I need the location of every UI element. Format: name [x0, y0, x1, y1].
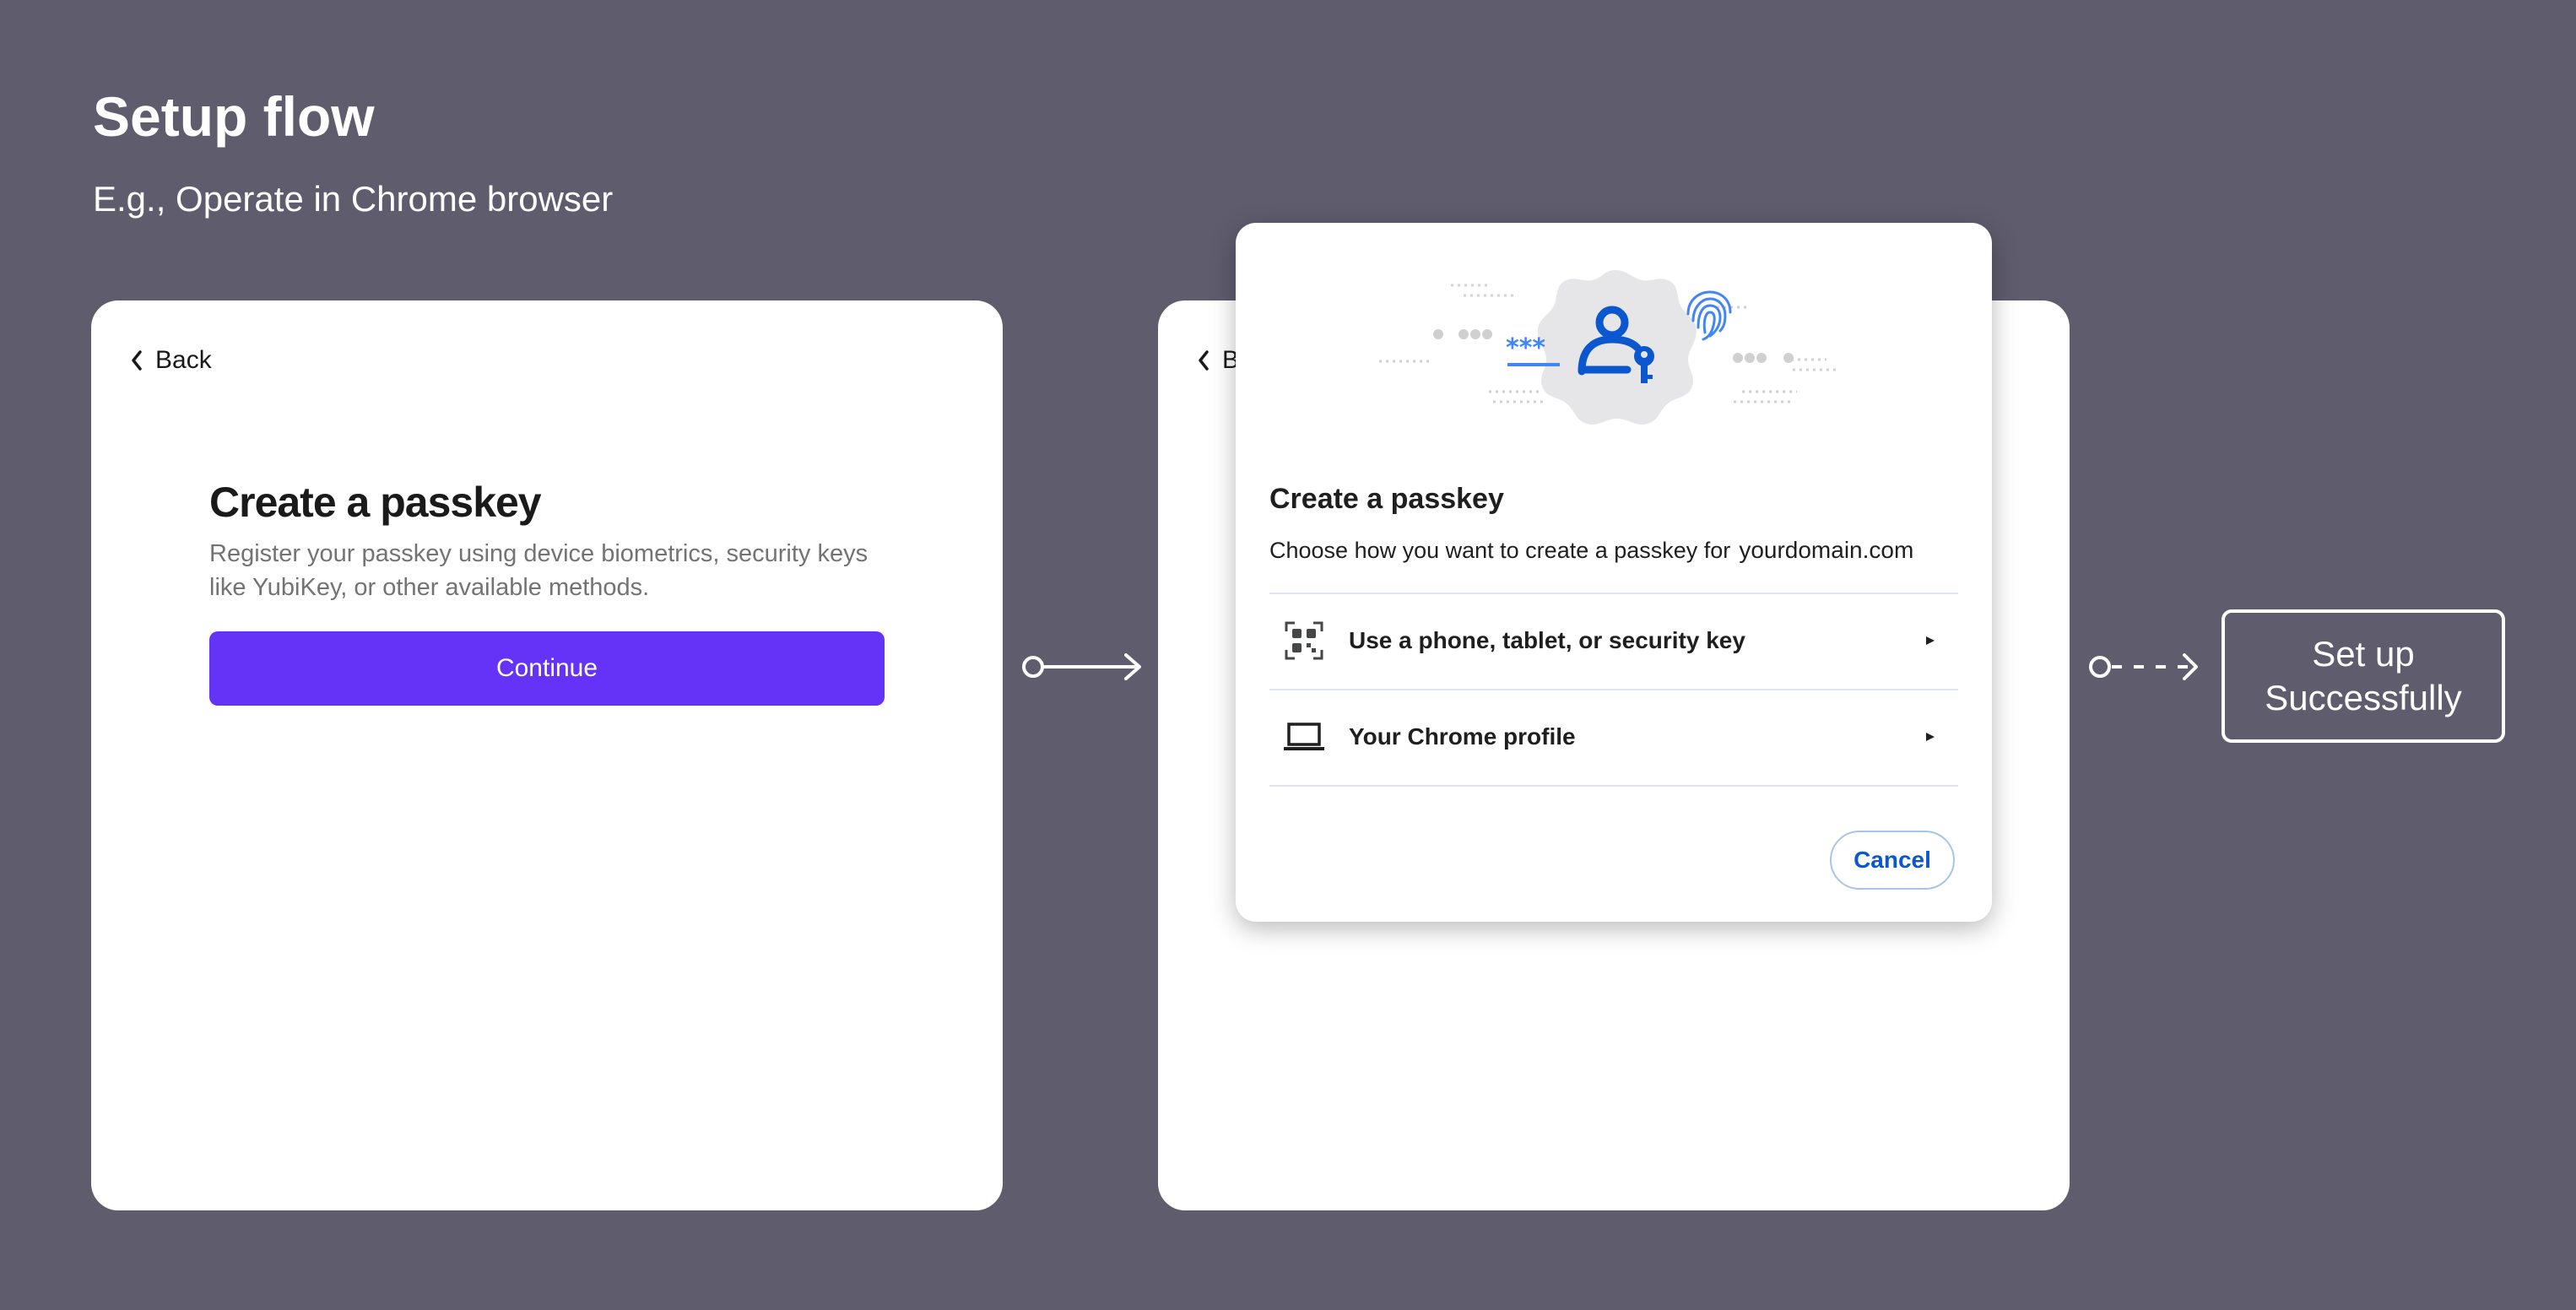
caret-right-icon [1926, 733, 1935, 741]
passkey-description: Register your passkey using device biome… [209, 540, 869, 601]
laptop-icon [1283, 716, 1325, 758]
dialog-domain: yourdomain.com [1739, 537, 1914, 563]
back-label: Back [155, 346, 212, 374]
final-step-box: Set up Successfully [2222, 609, 2505, 743]
final-step-line1: Set up [2312, 634, 2415, 674]
qr-code-icon [1283, 620, 1325, 662]
chrome-passkey-dialog: *** Create a passkey Choose how you want… [1236, 223, 1992, 922]
caret-right-icon [1926, 636, 1935, 645]
chevron-left-icon [1199, 350, 1209, 371]
final-step-line2: Successfully [2265, 678, 2462, 717]
flow-arrow-solid [1022, 653, 1141, 680]
passkey-illustration: *** [1379, 270, 1839, 425]
flow-arrow-dashed [2089, 653, 2198, 680]
divider [1269, 593, 1958, 594]
option-chrome-profile[interactable]: Your Chrome profile [1269, 690, 1958, 783]
cancel-button[interactable]: Cancel [1830, 831, 1955, 890]
dialog-description-text: Choose how you want to create a passkey … [1269, 538, 1731, 563]
divider [1269, 785, 1958, 787]
page-subtitle: E.g., Operate in Chrome browser [93, 179, 614, 219]
password-mask-text: *** [1506, 333, 1545, 363]
chevron-left-icon [132, 350, 142, 371]
page-title: Setup flow [93, 85, 375, 148]
passkey-heading: Create a passkey [209, 479, 542, 526]
step1-card: Back Create a passkey Register your pass… [91, 300, 1003, 1210]
dialog-title: Create a passkey [1269, 483, 1504, 515]
continue-button[interactable]: Continue [209, 631, 885, 706]
back-button[interactable]: Back [130, 346, 212, 375]
option-label: Your Chrome profile [1349, 723, 1576, 750]
dialog-description: Choose how you want to create a passkey … [1269, 537, 1913, 564]
option-label: Use a phone, tablet, or security key [1349, 627, 1745, 653]
option-phone-tablet-security-key[interactable]: Use a phone, tablet, or security key [1269, 594, 1958, 687]
divider [1269, 689, 1958, 690]
